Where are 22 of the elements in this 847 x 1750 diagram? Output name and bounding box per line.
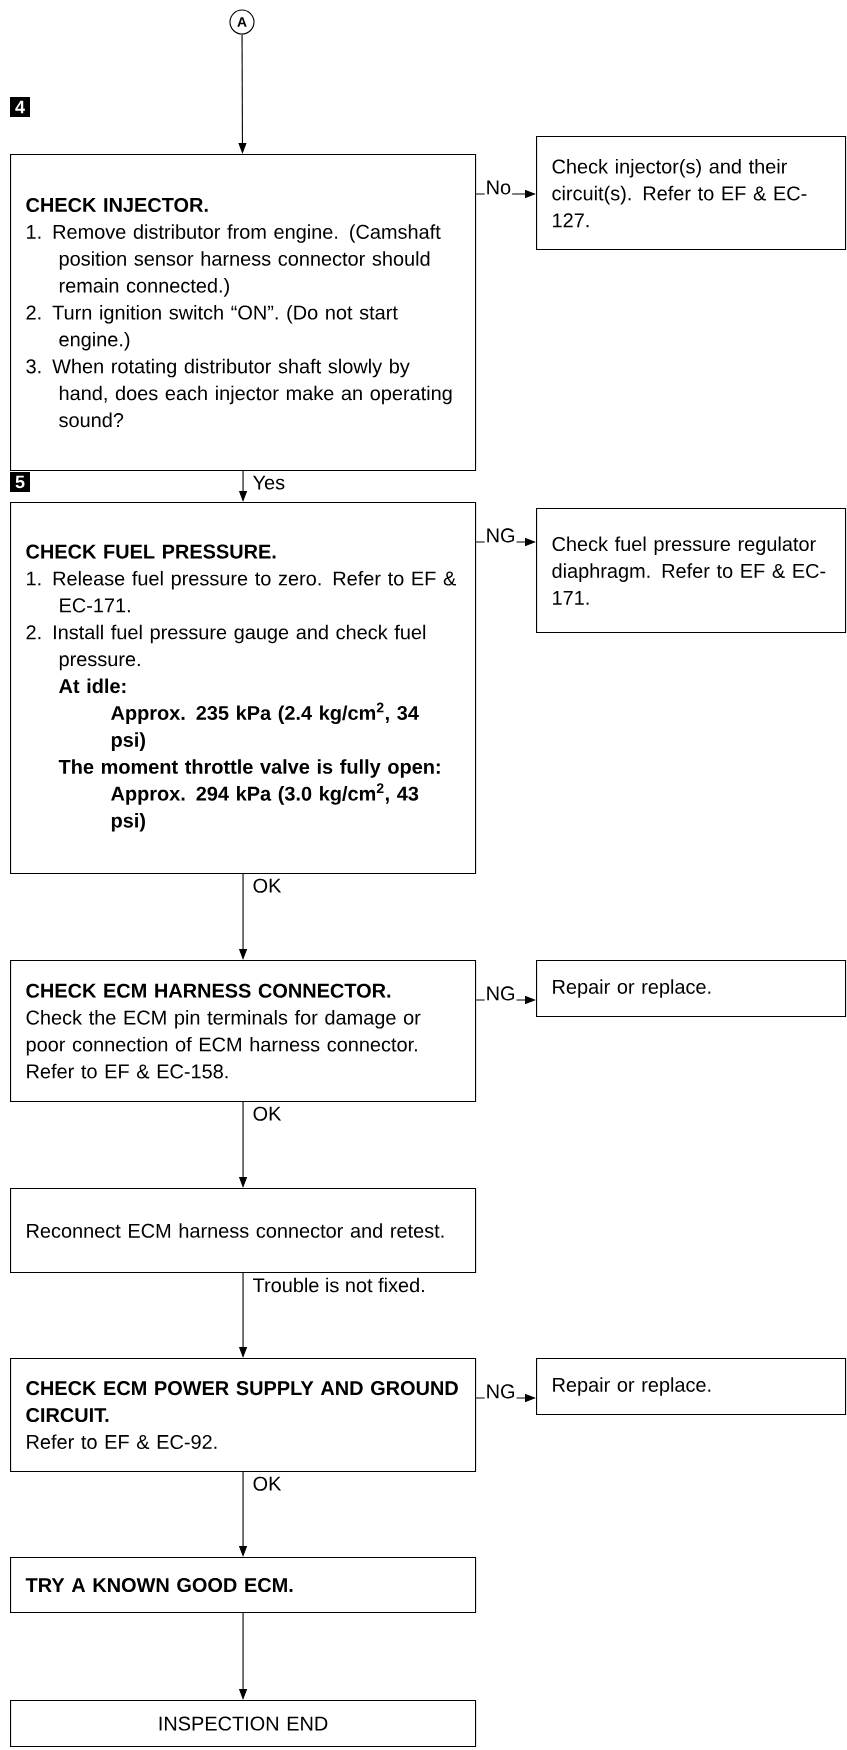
edge-label: NG [484, 985, 517, 1002]
process-box: Check fuel pressure regulator diaphragm. Refer to EF & EC-171. [536, 508, 847, 634]
process-box: Reconnect ECM harness connector and retest. [10, 1188, 477, 1274]
process-box: Check injector(s) and their circuit(s). Refer to EF & EC-127. [536, 136, 847, 251]
process-box: TRY A KNOWN GOOD ECM. [10, 1557, 477, 1614]
edge-label: NG [484, 1383, 517, 1400]
edge-label: Yes [251, 474, 287, 491]
edge-label: No [484, 179, 513, 196]
process-box: Repair or replace. [536, 1358, 847, 1416]
edge-label: OK [251, 877, 283, 894]
process-box: CHECK ECM POWER SUPPLY AND GROUND CIRCUIT. Refer to EF & EC-92. [10, 1358, 477, 1473]
step-number: 5 [10, 472, 30, 492]
process-box: CHECK ECM HARNESS CONNECTOR. Check the ECM pin terminals for damage or poor connection of ECM harness connector. Refer to EF & EC-158. [10, 960, 477, 1103]
edge-label: OK [251, 1475, 283, 1492]
step-number: 4 [10, 97, 30, 117]
process-box: INSPECTION END [10, 1700, 477, 1748]
edge-label: NG [484, 527, 517, 544]
process-box: Repair or replace. [536, 960, 847, 1018]
edge-label: OK [251, 1105, 283, 1122]
edge-label: Trouble is not fixed. [251, 1276, 427, 1294]
process-box: CHECK INJECTOR. 1. Remove distributor from engine. (Camshaft position sensor harness connector should remain connected.) 2. Turn ignition switch “ON”. (Do not start engine.) 3. When rotating distributor shaft slowly by hand, does each injector make an operating sound? [10, 154, 477, 472]
process-box: CHECK FUEL PRESSURE. 1. Release fuel pressure to zero. Refer to EF & EC-171. 2. Install fuel pressure gauge and check fuel pressure. At idle: Approx. 235 kPa (2.4 kg/cm$^{2}$, 34 psi) The moment throttle valve is fully open: Approx. 294 kPa (3.0 kg/cm$^{2}$, 43 psi) [10, 502, 477, 875]
